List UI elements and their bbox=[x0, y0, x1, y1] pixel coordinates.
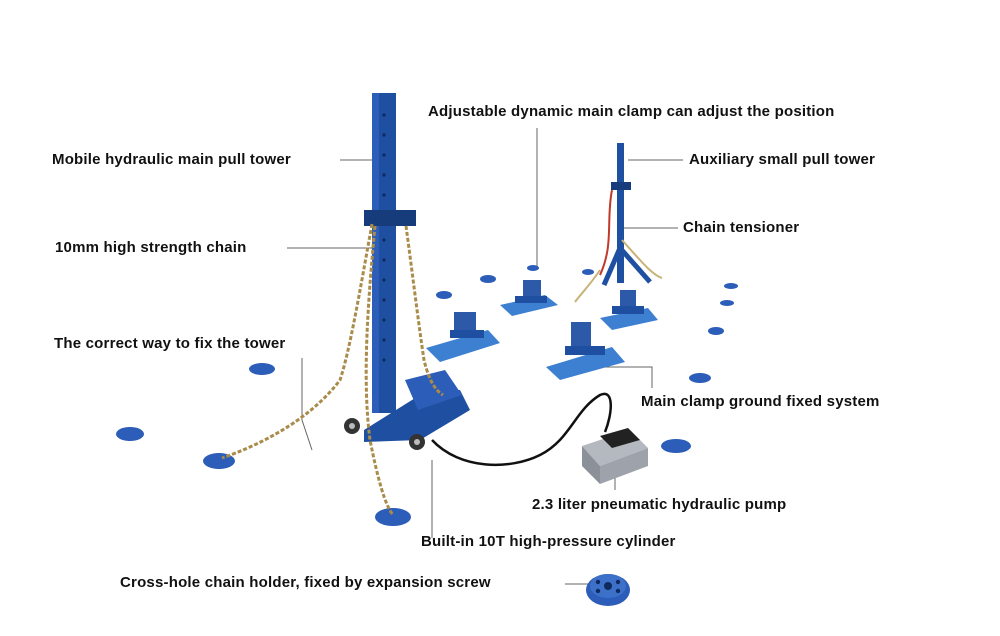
label-ground-system: Main clamp ground fixed system bbox=[641, 393, 880, 410]
chain-holder bbox=[586, 574, 630, 606]
anchor-pad bbox=[249, 363, 275, 375]
anchor-pads bbox=[116, 265, 738, 526]
anchor-pad bbox=[436, 291, 452, 299]
label-pump: 2.3 liter pneumatic hydraulic pump bbox=[532, 496, 787, 513]
leader-lines bbox=[287, 128, 683, 585]
anchor-pad bbox=[527, 265, 539, 271]
label-chain: 10mm high strength chain bbox=[55, 239, 247, 256]
hydraulic-hose bbox=[431, 392, 612, 467]
leader-ground-system bbox=[605, 366, 653, 388]
main-tower bbox=[344, 93, 470, 450]
anchor-pad bbox=[375, 508, 411, 526]
anchor-pad bbox=[689, 373, 711, 383]
anchor-pad bbox=[661, 439, 691, 453]
hydraulic-pump bbox=[582, 428, 648, 484]
anchor-pad bbox=[724, 283, 738, 289]
chain-left bbox=[221, 223, 374, 460]
clamp-plate bbox=[500, 280, 558, 316]
label-aux-tower: Auxiliary small pull tower bbox=[689, 151, 876, 168]
clamp-plate bbox=[426, 312, 500, 362]
anchor-pad bbox=[720, 300, 734, 306]
label-cylinder: Built-in 10T high-pressure cylinder bbox=[421, 533, 676, 550]
clamp-plates bbox=[426, 280, 658, 380]
aux-tower bbox=[574, 143, 663, 303]
chains bbox=[221, 223, 444, 516]
label-main-tower: Mobile hydraulic main pull tower bbox=[52, 151, 291, 168]
label-chain-holder: Cross-hole chain holder, fixed by expans… bbox=[120, 574, 491, 591]
leader-fix-tower bbox=[301, 358, 313, 451]
anchor-pad bbox=[708, 327, 724, 335]
label-adjustable-clamp: Adjustable dynamic main clamp can adjust… bbox=[428, 103, 835, 120]
anchor-pad bbox=[480, 275, 496, 283]
clamp-plate bbox=[600, 290, 658, 330]
label-chain-tensioner: Chain tensioner bbox=[683, 219, 800, 236]
clamp-plate bbox=[546, 322, 625, 380]
anchor-pad bbox=[582, 269, 594, 275]
anchor-pad bbox=[116, 427, 144, 441]
chain-front bbox=[364, 225, 395, 516]
chain-right bbox=[404, 225, 444, 397]
label-fix-tower: The correct way to fix the tower bbox=[54, 335, 286, 352]
